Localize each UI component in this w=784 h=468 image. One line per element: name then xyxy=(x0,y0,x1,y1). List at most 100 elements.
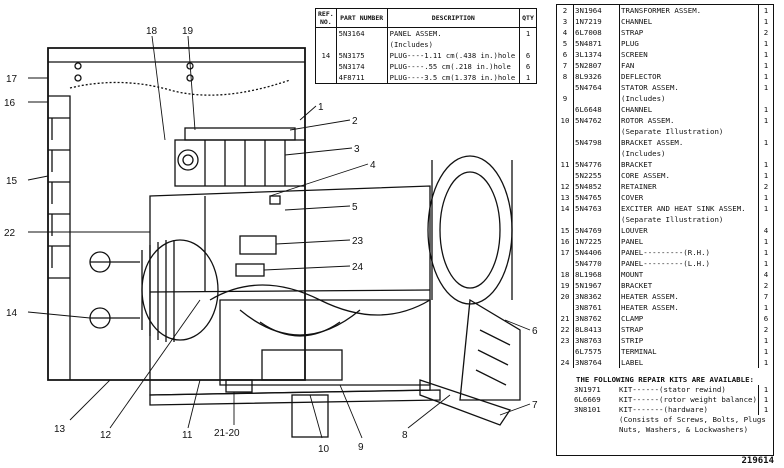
quantity xyxy=(519,39,537,50)
part-description: (Includes) xyxy=(621,149,666,158)
rotor-assembly xyxy=(219,299,431,386)
ref-number: 20 xyxy=(557,291,574,302)
kit-note: (Consists of Screws, Bolts, Plugs xyxy=(619,415,766,424)
callout-21-20: 21-20 xyxy=(214,428,240,439)
ref-number: 7 xyxy=(557,60,574,71)
transformer-assembly xyxy=(174,127,306,187)
terminal-strip xyxy=(239,235,277,255)
quantity: 1 xyxy=(758,104,773,115)
repair-kits: THE FOLLOWING REPAIR KITS ARE AVAILABLE:… xyxy=(557,374,773,435)
ref-number: 21 xyxy=(557,313,574,324)
kit-note-row: (Consists of Screws, Bolts, Plugs xyxy=(557,415,773,425)
part-number: 8L1968 xyxy=(573,269,620,280)
quantity: 1 xyxy=(758,258,773,269)
part-number: 3N8763 xyxy=(573,335,620,346)
ref-number: 2 xyxy=(557,5,574,16)
part-description: STATOR ASSEM. xyxy=(621,83,679,92)
callout-16: 16 xyxy=(4,98,16,109)
quantity: 1 xyxy=(758,357,773,368)
callout-1: 1 xyxy=(318,102,324,113)
part-description: CLAMP xyxy=(621,314,644,323)
generator-exploded-drawing: 17 16 15 22 14 13 12 11 21-20 10 9 8 7 6… xyxy=(4,26,538,455)
part-description: COVER xyxy=(621,193,644,202)
part-number: 5N3175 xyxy=(336,50,388,61)
callout-11: 11 xyxy=(182,430,193,441)
exciter-and-heat-sink xyxy=(89,239,219,342)
louvers xyxy=(48,117,70,279)
quantity: 1 xyxy=(758,236,773,247)
part-description: HEATER ASSEM. xyxy=(621,303,679,312)
kit-part-number: 6L6669 xyxy=(574,395,601,404)
quantity: 6 xyxy=(519,61,537,72)
part-number: 6L7575 xyxy=(573,346,620,357)
quantity: 1 xyxy=(758,115,773,126)
part-number xyxy=(573,93,620,104)
spacer xyxy=(557,385,573,395)
callout-3: 3 xyxy=(354,144,360,155)
part-description: (Includes) xyxy=(621,94,666,103)
ref-number: 6 xyxy=(557,49,574,60)
callout-14: 14 xyxy=(6,308,18,319)
part-number: 5N3164 xyxy=(336,27,388,39)
callout-17: 17 xyxy=(6,74,18,85)
ref-number: 14 xyxy=(557,203,574,214)
deflector xyxy=(419,379,512,426)
part-description: BRACKET xyxy=(621,160,653,169)
table-row: (Separate Illustration) xyxy=(557,126,773,137)
quantity: 1 xyxy=(758,203,773,214)
table-row: (Separate Illustration) xyxy=(557,214,773,225)
part-number: 3N8764 xyxy=(573,357,620,368)
shaft xyxy=(291,394,329,438)
part-number: 5N4764 xyxy=(573,82,620,93)
cutaway-edge xyxy=(69,79,291,96)
ref-number xyxy=(557,302,574,313)
ref-number: 24 xyxy=(557,357,574,368)
ref-number xyxy=(557,148,574,159)
callout-15: 15 xyxy=(6,176,18,187)
panel-assembly-table: REF. NO. PART NUMBER DESCRIPTION QTY 5N3… xyxy=(315,8,537,84)
ref-number: 16 xyxy=(557,236,574,247)
qty-header: QTY xyxy=(519,8,537,28)
part-number: 5N4406 xyxy=(573,247,620,258)
part-number: 6L7008 xyxy=(573,27,620,38)
part-description: (Includes) xyxy=(389,40,433,49)
quantity: 1 xyxy=(758,159,773,170)
quantity: 7 xyxy=(758,291,773,302)
part-description: (Separate Illustration) xyxy=(621,215,724,224)
ref-number: 10 xyxy=(557,115,574,126)
quantity: 1 xyxy=(758,71,773,82)
ref-number: 11 xyxy=(557,159,574,170)
callout-12: 12 xyxy=(100,430,112,441)
part-description: CHANNEL xyxy=(621,17,653,26)
quantity: 2 xyxy=(758,27,773,38)
table-row: (Includes) xyxy=(315,39,537,50)
part-number xyxy=(336,39,388,50)
part-description: LABEL xyxy=(621,358,644,367)
plug xyxy=(269,195,281,205)
part-description: BRACKET xyxy=(621,281,653,290)
ref-number xyxy=(557,126,574,137)
quantity: 1 xyxy=(519,72,537,84)
quantity xyxy=(758,148,773,159)
kit-quantity: 1 xyxy=(758,405,773,415)
ref-number xyxy=(557,104,574,115)
label-plate xyxy=(235,263,265,277)
part-description: STRIP xyxy=(621,336,644,345)
ref-number xyxy=(557,170,574,181)
